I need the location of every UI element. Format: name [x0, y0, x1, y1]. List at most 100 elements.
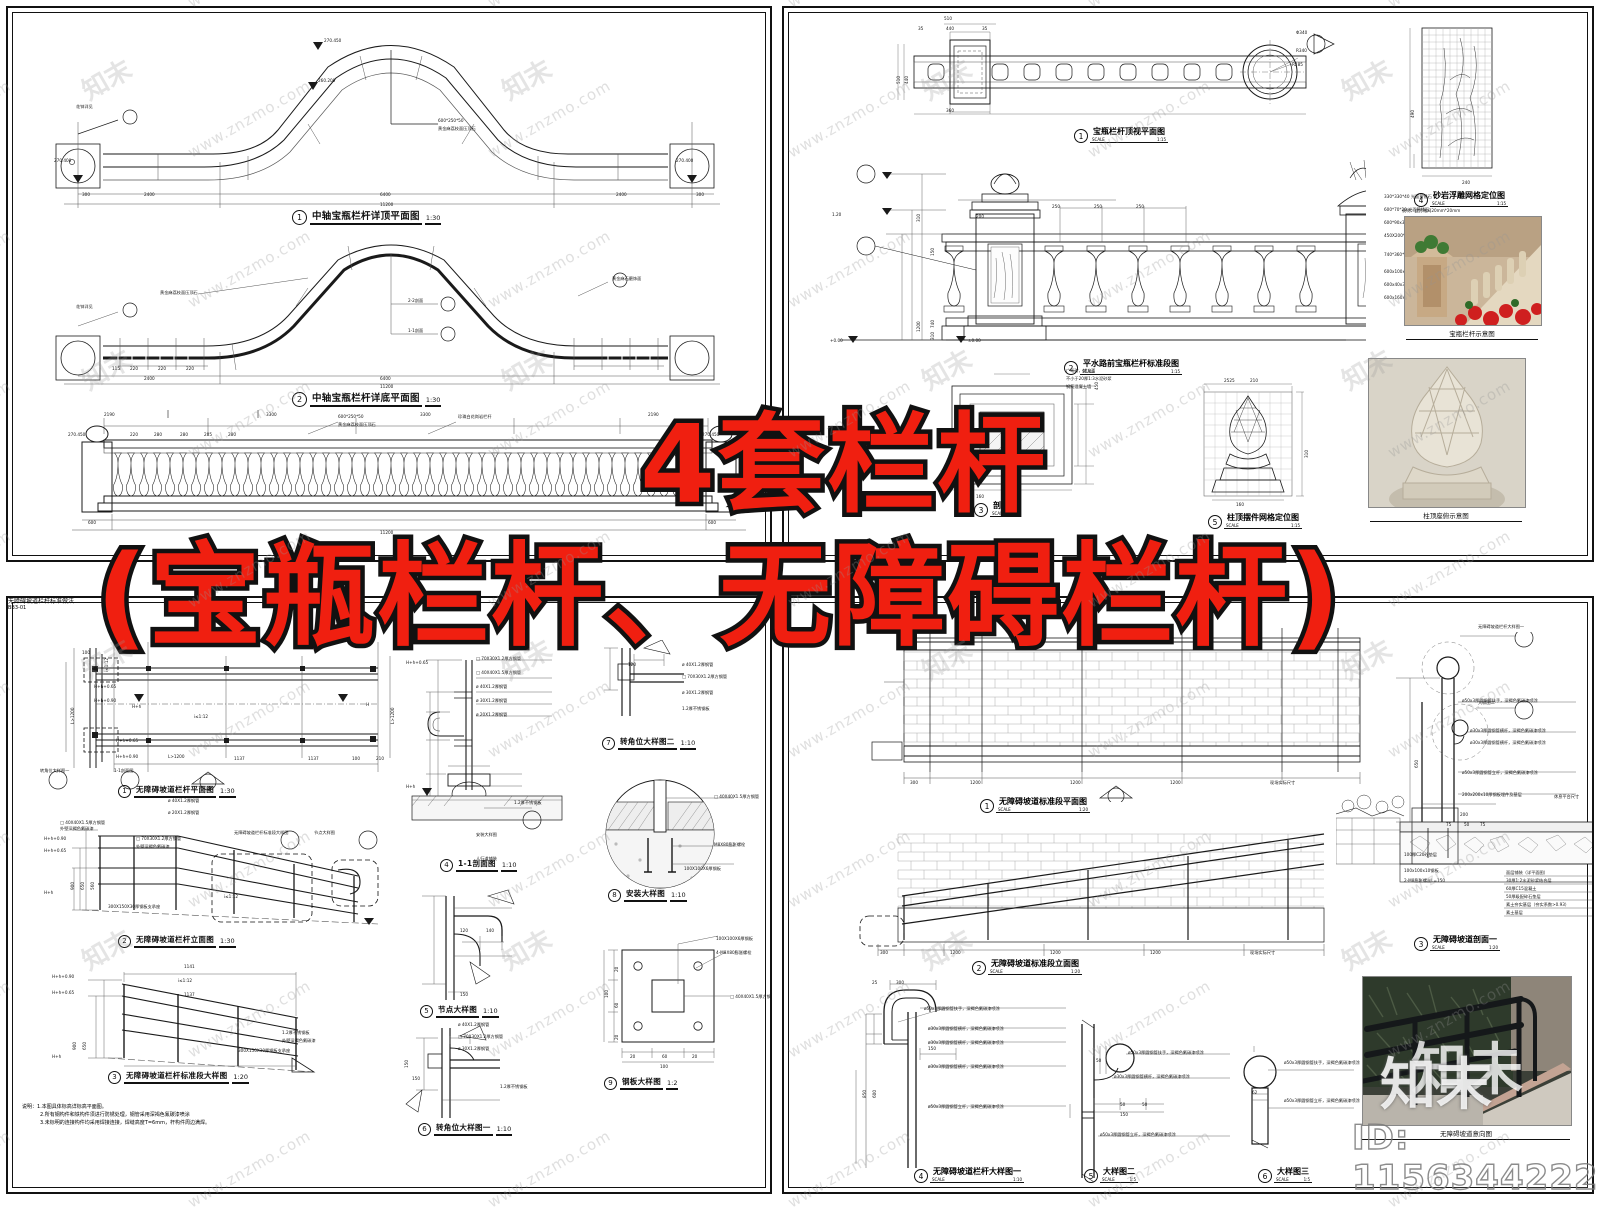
- dim-560: 560: [90, 882, 95, 890]
- c1-spec-30: ø 30X1.2厚钢管: [458, 1046, 490, 1051]
- dim-1137c: 1137: [184, 992, 195, 997]
- drawing-scale: 1:15: [1171, 369, 1180, 374]
- scale-word: SCALE: [998, 807, 1011, 812]
- sec-dim-200: 200: [1460, 812, 1468, 817]
- drawing-title-text: 无障碍坡道剖面一: [1433, 935, 1497, 944]
- drawing-title-br-4: 4 无障碍坡道栏杆大样图一 SCALE 1:10: [914, 1166, 1024, 1183]
- plate-dim-60b: 60: [662, 1054, 668, 1059]
- spec-support-plate: 300X150X30厚钢板支承座: [108, 904, 161, 909]
- sec-dim-165a: 450: [1094, 382, 1099, 390]
- ramp-std-elevation-drawing: [859, 833, 1325, 956]
- drawing-scale: 1:30: [424, 396, 442, 407]
- drawing-title-text: 无障碍坡道标准段立面图: [991, 959, 1079, 968]
- pav-4: 素土夯实基层（夯实系数>0.93）: [1506, 902, 1570, 907]
- dim-740: 740: [930, 320, 935, 328]
- pav-3: 50厚级配碎石垫层: [1506, 894, 1541, 899]
- plate-dim-20b: 20: [614, 1034, 619, 1040]
- spec-plate-100: 100X100X6厚钢板: [716, 936, 753, 941]
- notes-title: 说明：1.本图具体标高详标高平面图。: [22, 1104, 382, 1110]
- bre-dim-1200a: 1200: [950, 950, 961, 955]
- level-090: H+h+0.90: [44, 836, 67, 841]
- drawing-title-text: 柱顶摆件网格定位图: [1227, 513, 1299, 522]
- dim-L1200c: L>1200: [168, 754, 185, 759]
- dim-310v: 310: [1304, 450, 1309, 458]
- callout-6-label: 转角位大样图一: [40, 768, 70, 773]
- drawing-scale: 1:10: [495, 1125, 513, 1136]
- c1-spec-7030: □ 70X30X1.2厚方钢管: [458, 1034, 504, 1039]
- vase-railing-topview-drawing: [897, 23, 1335, 115]
- elev-dim-3300b: 3300: [420, 412, 431, 417]
- rd2-dim-50c: 50: [1142, 1102, 1148, 1107]
- rd1-dim-850: 850: [862, 1090, 867, 1098]
- dim-L1200a: L>1200: [70, 707, 75, 725]
- level-Hh-a: H+h: [132, 704, 142, 709]
- plate-dim-60: 60: [614, 1002, 619, 1008]
- drawing-scale: 1:10: [500, 861, 518, 872]
- label-sidewalk: 人行道铺装: [476, 856, 497, 861]
- drawing-number: 1: [980, 799, 994, 813]
- sheet-top-right-body: 510 440 35 35 360 510 440 R340 R285 Φ340…: [784, 8, 1592, 560]
- scale-word: SCALE: [1102, 1177, 1115, 1182]
- dim-490: 490: [1410, 110, 1415, 118]
- rd3-dim-62: 62: [1252, 1090, 1258, 1095]
- dim-b-220c: 220: [186, 366, 194, 371]
- dim-b-2400: 2400: [144, 376, 155, 381]
- drawing-scale: 1:20: [232, 1073, 250, 1084]
- drawing-title-bl-4: 4 1-1剖面图 1:10: [440, 858, 518, 872]
- standard-practice-note: 无障碍坡道栏杆标准做法: [8, 598, 75, 605]
- sheet-top-right: 510 440 35 35 360 510 440 R340 R285 Φ340…: [782, 6, 1594, 562]
- bre-dim-1200b: 1200: [1050, 950, 1061, 955]
- drawing-number: 2: [118, 935, 131, 948]
- spec-12-plate: 1.2厚不锈钢板: [282, 1030, 310, 1035]
- c2-spec-40: ø 40X1.2厚钢管: [682, 662, 714, 667]
- ramp-rail-elevation-drawing: [72, 829, 379, 925]
- drawing-number: 2: [292, 392, 307, 407]
- spec-sec-70x30: □ 70X30X1.2厚方钢管: [476, 656, 522, 661]
- spec-support-c: 300X150X30厚钢板支承座: [238, 1048, 291, 1053]
- drawing-scale: 1:15: [1497, 201, 1506, 206]
- elev-label-stone-mat: 黄金麻荔枝面压顶石: [338, 422, 376, 427]
- pier-section-drawing: [951, 373, 1094, 491]
- ramp-std-plan-drawing: [871, 628, 1361, 802]
- scale-word: SCALE: [1092, 137, 1105, 142]
- corner-detail-1-drawing: [405, 1025, 500, 1118]
- elev-label-stone: 600*250*50: [338, 414, 364, 419]
- rd1-spec-a: ø50x3厚圆钢管扶手，深褐色氟碳漆喷涂: [924, 1006, 1000, 1011]
- callout-4-label: 1-1剖面图: [114, 768, 134, 773]
- rd3-spec-b: ø50x3厚圆钢管立杆，深褐色氟碳漆喷涂: [1284, 1098, 1360, 1103]
- bre-dim-actual: 现场实际尺寸: [1250, 950, 1276, 955]
- drawing-number: 6: [1258, 1169, 1272, 1183]
- dim-200: 200: [976, 214, 984, 219]
- rd1-dim-600: 600: [872, 1090, 877, 1098]
- drawing-title-bl-5: 5 节点大样图 1:10: [420, 1004, 499, 1018]
- plate-dim-20c: 20: [630, 1054, 636, 1059]
- dim-r285: R285: [1292, 62, 1303, 67]
- drawing-title-bl-7: 7 转角位大样图二 1:10: [602, 736, 697, 750]
- elev-label-granite: 珍珠白花岗岩栏杆: [458, 414, 492, 419]
- drawing-scale: 1:20: [1071, 969, 1080, 974]
- plate-dim-20d: 20: [692, 1054, 698, 1059]
- dim-phi340: Φ340: [1296, 30, 1308, 35]
- rail-detail-2-drawing: [1069, 1019, 1230, 1183]
- drawing-number: 3: [1414, 937, 1428, 951]
- plate-dim-100: 100: [660, 1064, 668, 1069]
- level-065: H+h+0.65: [44, 848, 67, 853]
- drawing-title-text: 转角位大样图一: [434, 1122, 493, 1136]
- level-Hh090a: H+h+0.90: [94, 698, 117, 703]
- dim-260-200: 260.200: [318, 78, 336, 83]
- drawing-scale: 1:5: [1129, 1177, 1136, 1182]
- drawing-title-tr-1: 1 宝瓶栏杆顶视平面图 SCALE 1:15: [1074, 126, 1168, 143]
- rd1-spec-e: ø50x3厚圆钢管立杆，深褐色氟碳漆喷涂: [928, 1104, 1004, 1109]
- sheet-bottom-left-body: 100 L>1200 H+h+0.90 H+h+0.65 H+h+0.65 H+…: [8, 598, 770, 1192]
- dim-270-400: 270.450: [324, 38, 342, 43]
- brp-dim-actual: 现场实际尺寸: [1270, 780, 1296, 785]
- drawing-scale: 1:30: [424, 214, 442, 225]
- label-vase-detail: 花钵详见: [76, 104, 93, 109]
- drawing-number: 2: [972, 961, 986, 975]
- pav-2: 60厚C15混凝土: [1506, 886, 1537, 891]
- drawing-title-bl-9: 9 钢板大样图 1:2: [604, 1076, 679, 1090]
- label-column-detail: 黄金麻石磨饰面: [612, 276, 642, 281]
- dim-1141: 1141: [184, 964, 195, 969]
- label-stone-material: 黄金麻荔枝面压顶石: [438, 126, 476, 131]
- drawing-title-bl-6: 6 转角位大样图一 1:10: [418, 1122, 513, 1136]
